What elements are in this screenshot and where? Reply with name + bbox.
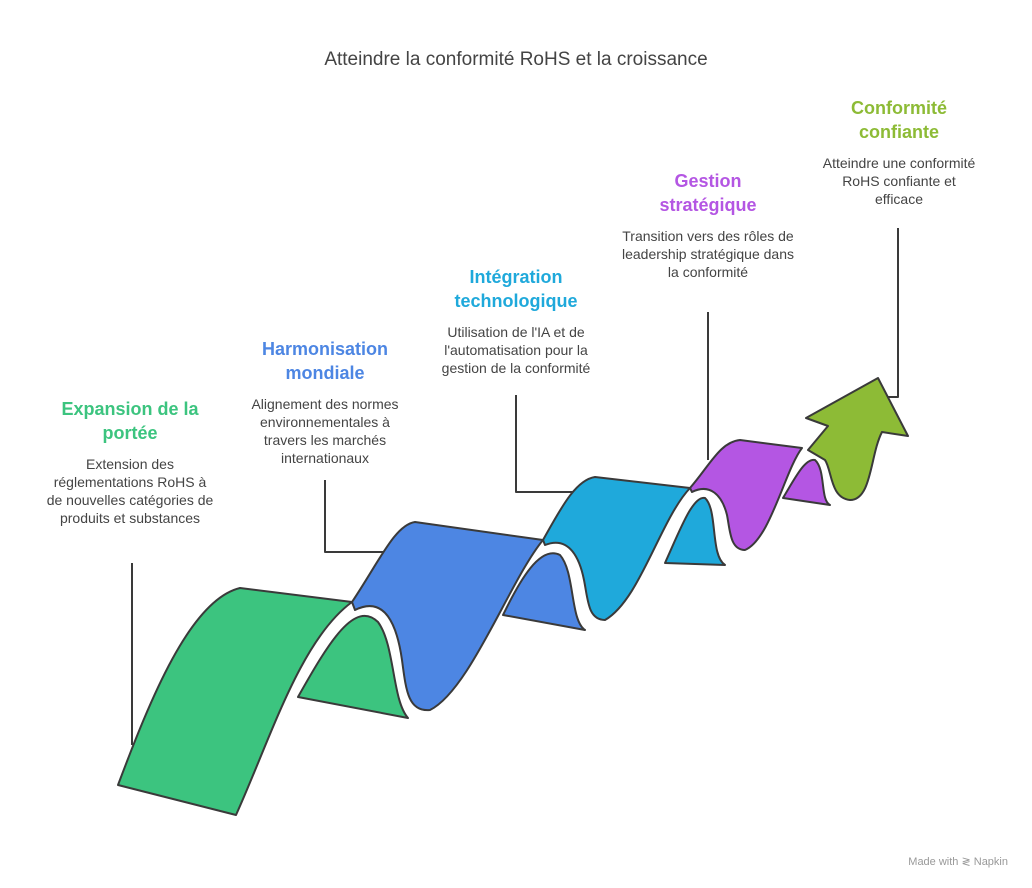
step-2-title: Harmonisation mondiale <box>261 339 389 383</box>
step-4-desc: Transition vers des rôles de leadership … <box>621 228 794 280</box>
step-1-title: Expansion de la portée <box>61 399 199 443</box>
step-2-fold <box>502 552 586 631</box>
step-5-desc: Atteindre une conformité RoHS confiante … <box>822 155 976 207</box>
step-5-title: Conformité confiante <box>851 98 947 142</box>
step-4-fold <box>782 458 831 506</box>
step-1-desc: Extension des réglementations RoHS à de … <box>46 456 214 526</box>
step-3: Intégration technologique Utilisation de… <box>430 265 602 377</box>
step-2-desc: Alignement des normes environnementales … <box>251 396 399 466</box>
step-3-desc: Utilisation de l'IA et de l'automatisati… <box>441 324 591 376</box>
step-3-ribbon <box>542 476 691 621</box>
step-2-ribbon <box>351 521 544 712</box>
step-4-title: Gestion stratégique <box>659 171 757 215</box>
diagram-title: Atteindre la conformité RoHS et la crois… <box>324 49 708 70</box>
arrow-head <box>805 377 909 501</box>
step-2: Harmonisation mondiale Alignement des no… <box>238 337 412 467</box>
step-1: Expansion de la portée Extension des rég… <box>45 397 215 527</box>
step-4-ribbon <box>689 439 803 551</box>
step-3-fold <box>664 496 726 566</box>
step-1-fold <box>297 615 409 719</box>
step-4: Gestion stratégique Transition vers des … <box>620 169 796 281</box>
step-3-title: Intégration technologique <box>454 267 578 311</box>
step-5: Conformité confiante Atteindre une confo… <box>820 96 978 208</box>
napkin-watermark: Made with ≷ Napkin <box>908 856 1008 868</box>
